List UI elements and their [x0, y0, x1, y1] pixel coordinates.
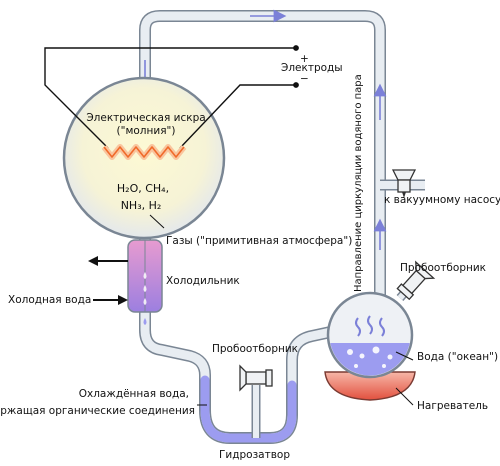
trap-label: Гидрозатвор [219, 449, 290, 461]
gases-label: Газы ("примитивная атмосфера") [166, 235, 352, 247]
sampler-left-label: Пробоотборник [212, 343, 298, 355]
leader-lines [149, 214, 414, 406]
vacuum-valve [391, 169, 417, 198]
cold-water-label: Холодная вода [8, 294, 91, 306]
sampler-right-label: Пробоотборник [400, 262, 486, 274]
vacuum-pump-label: к вакуумному насосу [384, 194, 500, 206]
condenser-label: Холодильник [166, 275, 240, 287]
minus-sign: − [300, 73, 309, 85]
plus-sign: + [300, 53, 309, 65]
cooled-water-line1: Охлаждённая вода, [79, 388, 189, 400]
ocean-label: Вода ("океан") [417, 351, 498, 363]
formula-line2: NH₃, H₂ [121, 199, 162, 212]
heater [324, 371, 416, 401]
heater-label: Нагреватель [417, 400, 488, 412]
sampler-valve-right [396, 260, 436, 301]
condenser-jacket [127, 239, 163, 325]
electrodes-label: Электроды [281, 62, 343, 74]
spark-zigzag [101, 144, 187, 160]
vapor-circulation-label: Направление циркуляции водяного пара [353, 74, 364, 292]
electrode-wires [44, 45, 299, 149]
ocean-flask [326, 291, 414, 379]
spark-label-line2: ("молния") [117, 125, 176, 137]
cold-water-arrows [88, 256, 128, 305]
cooled-water-line2: содержащая органические соединения [0, 405, 195, 417]
sampler-valve-left [239, 364, 273, 392]
spark-label-line1: Электрическая искра [86, 112, 205, 124]
formula-line1: H₂O, CH₄, [117, 182, 169, 195]
